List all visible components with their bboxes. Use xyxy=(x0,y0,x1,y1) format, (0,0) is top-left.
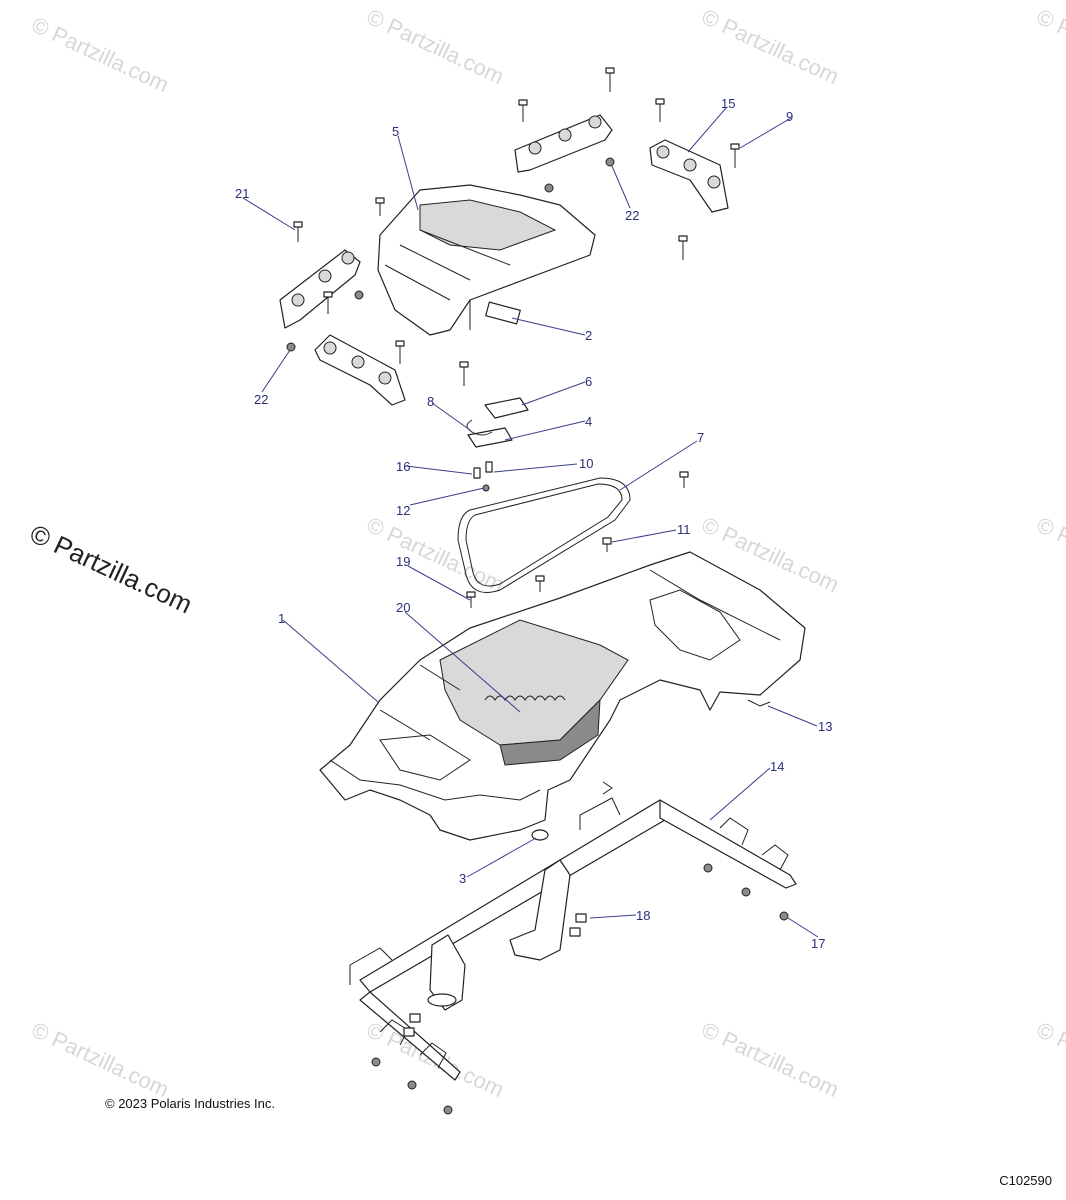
callout-4: 4 xyxy=(585,414,592,429)
callout-15: 15 xyxy=(721,96,735,111)
part-5-lid xyxy=(377,184,596,336)
callout-21: 21 xyxy=(235,186,249,201)
nuts xyxy=(286,157,789,1115)
callout-18: 18 xyxy=(636,908,650,923)
bracket-clip xyxy=(602,781,613,795)
callout-6: 6 xyxy=(585,374,592,389)
part-11-screw xyxy=(602,537,612,552)
bolts xyxy=(293,67,740,608)
watermark: © Partzilla.com xyxy=(28,1017,173,1102)
watermark-main: © Partzilla.com xyxy=(25,518,196,619)
callouts: 1 2 3 4 5 6 7 8 9 10 11 12 13 14 15 16 1… xyxy=(235,96,832,951)
part-13-pin xyxy=(747,699,771,707)
diagram-id: C102590 xyxy=(999,1173,1052,1188)
callout-9: 9 xyxy=(786,109,793,124)
part-7-seal xyxy=(457,477,631,593)
watermark: © Partzilla.com xyxy=(698,1017,843,1102)
callout-20: 20 xyxy=(396,600,410,615)
callout-8: 8 xyxy=(427,394,434,409)
part-15-handle-left-lower xyxy=(314,334,406,406)
watermark: © Partzilla.com xyxy=(1033,1017,1066,1102)
callout-3: 3 xyxy=(459,871,466,886)
callout-12: 12 xyxy=(396,503,410,518)
leader-lines xyxy=(242,107,819,938)
watermark: © Partzilla.com xyxy=(363,4,508,89)
callout-2: 2 xyxy=(585,328,592,343)
callout-10: 10 xyxy=(579,456,593,471)
callout-17: 17 xyxy=(811,936,825,951)
callout-1: 1 xyxy=(278,611,285,626)
watermark: © Partzilla.com xyxy=(698,4,843,89)
part-20-spring xyxy=(484,695,566,701)
copyright-notice: © 2023 Polaris Industries Inc. xyxy=(105,1096,275,1111)
callout-19: 19 xyxy=(396,554,410,569)
part-15-handle-left-upper xyxy=(279,249,361,329)
part-14-frame xyxy=(349,797,797,1081)
latch-assembly xyxy=(466,397,529,492)
watermark: © Partzilla.com xyxy=(1033,4,1066,89)
watermark: © Partzilla.com xyxy=(363,512,508,597)
part-2-label xyxy=(485,301,521,325)
watermark: © Partzilla.com xyxy=(1033,512,1066,597)
callout-13: 13 xyxy=(818,719,832,734)
part-15-handle-upper-right xyxy=(649,139,729,213)
callout-22: 22 xyxy=(254,392,268,407)
callout-14: 14 xyxy=(770,759,784,774)
watermark: © Partzilla.com xyxy=(28,12,173,97)
part-15-handle-upper-left xyxy=(514,114,613,173)
part-18-bolts xyxy=(403,913,587,1037)
callout-16: 16 xyxy=(396,459,410,474)
part-3-washer xyxy=(531,829,549,841)
part-1-rear-rack xyxy=(319,551,806,841)
callout-11: 11 xyxy=(677,522,691,537)
callout-7: 7 xyxy=(697,430,704,445)
callout-22: 22 xyxy=(625,208,639,223)
part-7-seal-inner xyxy=(465,483,623,587)
callout-5: 5 xyxy=(392,124,399,139)
